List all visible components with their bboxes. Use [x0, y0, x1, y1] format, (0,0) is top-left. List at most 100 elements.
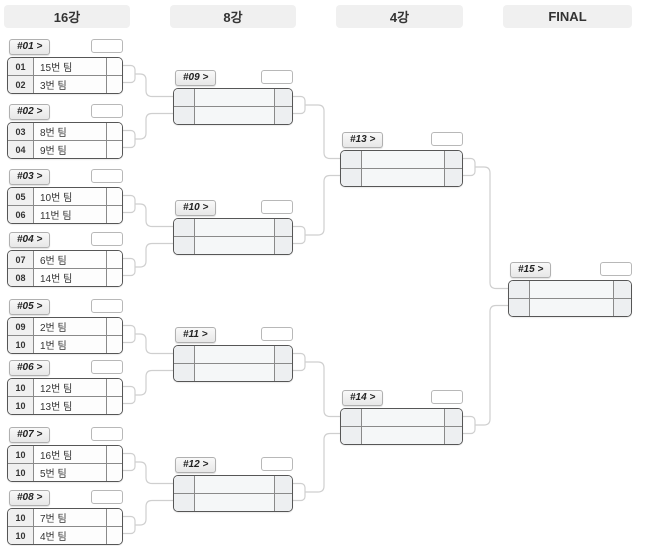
team-cell: [195, 107, 274, 124]
team-cell: [530, 281, 613, 298]
match-11-link[interactable]: #11 >: [175, 327, 216, 343]
team-row: 08 14번 팀: [8, 268, 122, 286]
connector-line: [463, 415, 476, 435]
seed-cell: [341, 151, 362, 168]
team-cell: [195, 494, 274, 511]
seed-cell: 10: [8, 336, 34, 353]
score-cell: [106, 123, 122, 140]
match-08-link[interactable]: #08 >: [9, 490, 51, 506]
score-cell: [613, 299, 631, 316]
seed-cell: [174, 494, 195, 511]
match-13-link[interactable]: #13 >: [342, 132, 384, 148]
score-cell: [444, 169, 462, 186]
team-cell: [362, 409, 444, 426]
match-03: #03 > 05 10번 팀 06 11번 팀: [7, 169, 123, 224]
match-06-link[interactable]: #06 >: [9, 360, 51, 376]
seed-cell: [174, 237, 195, 254]
match-04-link[interactable]: #04 >: [9, 232, 51, 248]
team-cell: 11번 팀: [34, 206, 106, 223]
team-cell: [195, 89, 274, 106]
match-03-info-box: [91, 169, 123, 183]
match-09-link[interactable]: #09 >: [175, 70, 217, 86]
connector-line: [305, 174, 340, 236]
match-head: #06 >: [7, 360, 123, 376]
match-11-table: [173, 345, 293, 382]
score-cell: [106, 464, 122, 481]
match-head: #04 >: [7, 232, 123, 248]
match-08-info-box: [91, 490, 123, 504]
team-row: 10 1번 팀: [8, 335, 122, 353]
team-cell: 13번 팀: [34, 397, 106, 414]
match-04-info-box: [91, 232, 123, 246]
team-row: [341, 409, 462, 426]
match-06: #06 > 10 12번 팀 10 13번 팀: [7, 360, 123, 415]
match-01-link[interactable]: #01 >: [9, 39, 51, 55]
match-head: #09 >: [173, 70, 293, 86]
match-08: #08 > 10 7번 팀 10 4번 팀: [7, 490, 123, 545]
score-cell: [274, 346, 292, 363]
match-head: #14 >: [340, 390, 463, 406]
match-12-link[interactable]: #12 >: [175, 457, 217, 473]
match-01-table: 01 15번 팀 02 3번 팀: [7, 57, 123, 94]
team-row: [174, 363, 292, 381]
team-row: [341, 168, 462, 186]
team-row: [174, 493, 292, 511]
score-cell: [613, 281, 631, 298]
round-header-4: 4강: [336, 5, 463, 28]
connector-line: [123, 64, 136, 84]
match-05: #05 > 09 2번 팀 10 1번 팀: [7, 299, 123, 354]
connector-line: [123, 129, 136, 149]
match-09-info-box: [261, 70, 293, 84]
match-03-link[interactable]: #03 >: [9, 169, 51, 185]
match-12: #12 >: [173, 457, 293, 512]
team-cell: 2번 팀: [34, 318, 106, 335]
match-10-info-box: [261, 200, 293, 214]
round-header-final: FINAL: [503, 5, 632, 28]
team-row: 03 8번 팀: [8, 123, 122, 140]
match-07: #07 > 10 16번 팀 10 5번 팀: [7, 427, 123, 482]
match-head: #10 >: [173, 200, 293, 216]
team-row: 06 11번 팀: [8, 205, 122, 223]
match-15-link[interactable]: #15 >: [510, 262, 552, 278]
match-05-link[interactable]: #05 >: [9, 299, 51, 315]
team-row: 01 15번 팀: [8, 58, 122, 75]
team-cell: 4번 팀: [34, 527, 106, 544]
seed-cell: 02: [8, 76, 34, 93]
match-07-link[interactable]: #07 >: [9, 427, 51, 443]
team-cell: 3번 팀: [34, 76, 106, 93]
team-cell: [195, 237, 274, 254]
match-02-link[interactable]: #02 >: [9, 104, 51, 120]
match-07-info-box: [91, 427, 123, 441]
seed-cell: [174, 107, 195, 124]
match-04: #04 > 07 6번 팀 08 14번 팀: [7, 232, 123, 287]
team-row: 02 3번 팀: [8, 75, 122, 93]
connector-line: [475, 166, 508, 290]
team-row: 04 9번 팀: [8, 140, 122, 158]
seed-cell: [174, 476, 195, 493]
match-13-info-box: [431, 132, 463, 146]
match-07-table: 10 16번 팀 10 5번 팀: [7, 445, 123, 482]
match-12-info-box: [261, 457, 293, 471]
seed-cell: 01: [8, 58, 34, 75]
match-15-table: [508, 280, 632, 317]
match-10-link[interactable]: #10 >: [175, 200, 217, 216]
score-cell: [106, 206, 122, 223]
team-cell: 1번 팀: [34, 336, 106, 353]
match-10: #10 >: [173, 200, 293, 255]
seed-cell: [509, 281, 530, 298]
team-cell: 14번 팀: [34, 269, 106, 286]
team-cell: [195, 219, 274, 236]
score-cell: [444, 427, 462, 444]
match-head: #03 >: [7, 169, 123, 185]
connector-line: [305, 104, 340, 160]
match-12-table: [173, 475, 293, 512]
score-cell: [106, 336, 122, 353]
match-11: #11 >: [173, 327, 293, 382]
seed-cell: 09: [8, 318, 34, 335]
match-14-link[interactable]: #14 >: [342, 390, 384, 406]
score-cell: [106, 141, 122, 158]
match-02-table: 03 8번 팀 04 9번 팀: [7, 122, 123, 159]
team-row: [174, 89, 292, 106]
connector-line: [135, 461, 173, 485]
